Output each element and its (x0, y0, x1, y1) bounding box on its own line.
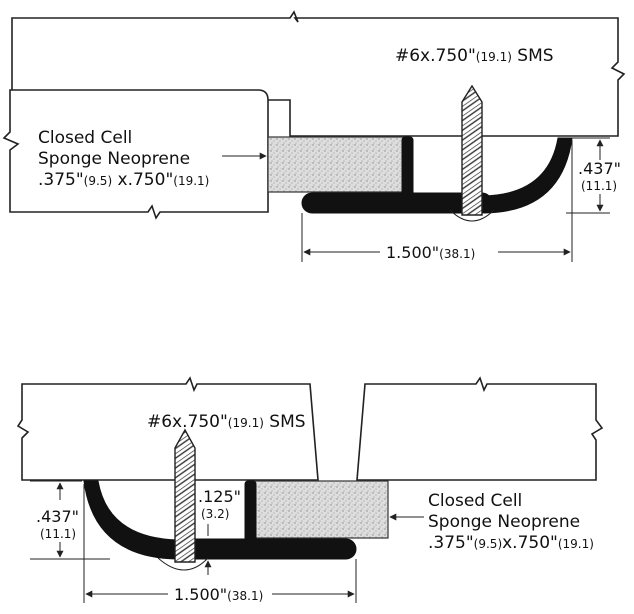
bottom-screw-head (157, 557, 209, 571)
bottom-screw-label: #6x.750"(19.1) SMS (147, 412, 306, 432)
bottom-rubber-base (169, 538, 357, 560)
top-detail: #6x.750"(19.1) SMS Closed Cell Sponge Ne… (2, 10, 626, 262)
bottom-gap-dim-metric: (3.2) (201, 507, 229, 521)
bottom-screw (174, 428, 196, 563)
top-screw (461, 84, 483, 216)
bottom-sponge-label-line3: .375"(9.5)x.750"(19.1) (428, 533, 594, 553)
bottom-width-dim: 1.500"(38.1) (174, 585, 263, 604)
bottom-sponge-label-line1: Closed Cell (428, 491, 522, 511)
bottom-height-dim: .437" (36, 507, 79, 526)
bottom-right-board (356, 376, 604, 481)
bottom-gap-dim: .125" (198, 487, 241, 506)
top-width-dim: 1.500"(38.1) (386, 243, 475, 262)
top-rubber-sweep (479, 137, 573, 214)
bottom-rubber-sweep (83, 480, 179, 560)
bottom-sponge-label-line2: Sponge Neoprene (428, 512, 580, 532)
top-height-dim: .437" (578, 159, 621, 178)
top-sponge-label-line3: .375"(9.5) x.750"(19.1) (38, 170, 209, 190)
top-screw-head (449, 209, 495, 222)
top-screw-label: #6x.750"(19.1) SMS (395, 46, 554, 66)
top-height-dim-metric: (11.1) (581, 179, 617, 193)
top-sponge-label-line2: Sponge Neoprene (38, 149, 190, 169)
bottom-rubber-stem (244, 480, 257, 544)
bottom-left-board (16, 376, 319, 481)
bottom-height-dim-metric: (11.1) (40, 527, 76, 541)
top-sponge-label-line1: Closed Cell (38, 128, 132, 148)
bottom-detail: #6x.750"(19.1) SMS .125" (3.2) Closed Ce… (16, 376, 604, 604)
top-lower-board (2, 89, 269, 220)
bottom-sponge-neoprene (252, 480, 389, 539)
top-sponge-neoprene (267, 136, 407, 193)
top-rubber-stem (401, 136, 414, 198)
